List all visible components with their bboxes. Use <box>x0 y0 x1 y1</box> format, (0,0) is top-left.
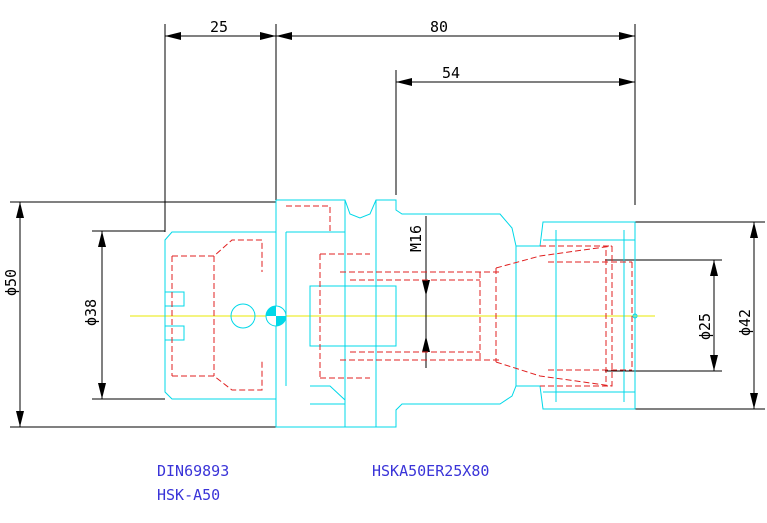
dimension-dia-38-text: ϕ38 <box>82 299 100 326</box>
center-mark <box>265 305 287 327</box>
dimension-dia-42-text: ϕ42 <box>736 309 754 336</box>
dimension-dia-50: ϕ50 <box>2 201 276 428</box>
dimension-25-text: 25 <box>210 18 228 36</box>
label-standard: DIN69893 <box>157 462 229 480</box>
label-model: HSKA50ER25X80 <box>372 462 489 480</box>
dimension-m16: M16 <box>407 216 430 368</box>
dimension-80-text: 80 <box>430 18 448 36</box>
part-outline <box>164 199 638 428</box>
label-taper: HSK-A50 <box>157 486 220 504</box>
dimension-25: 25 <box>164 18 277 232</box>
dimension-80: 80 <box>276 18 636 205</box>
dimension-54-text: 54 <box>442 64 460 82</box>
dimension-m16-text: M16 <box>407 225 425 252</box>
dimension-dia-42: ϕ42 <box>635 221 765 410</box>
dimension-dia-38: ϕ38 <box>82 230 165 400</box>
dimension-dia-50-text: ϕ50 <box>2 269 20 296</box>
dimension-dia-25-text: ϕ25 <box>696 313 714 340</box>
hidden-lines <box>171 205 633 391</box>
dimension-54: 54 <box>395 64 635 195</box>
